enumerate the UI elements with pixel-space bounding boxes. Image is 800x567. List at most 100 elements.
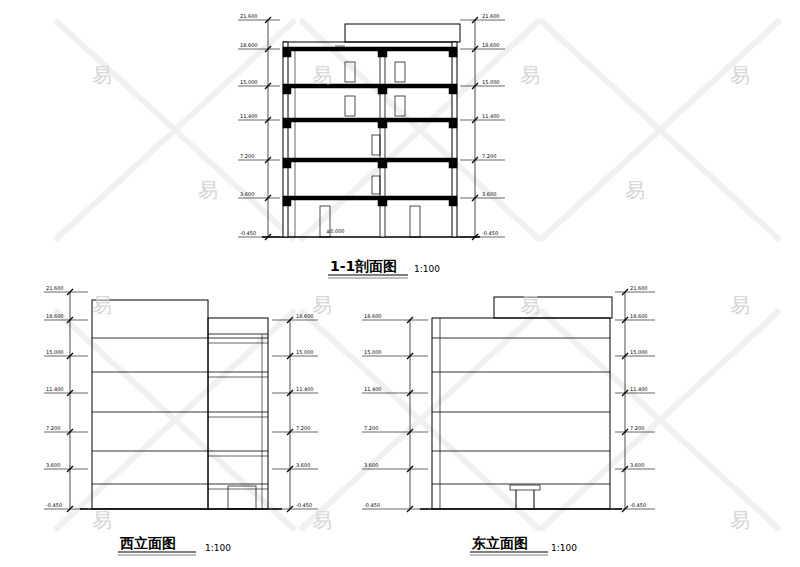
- drawing-line: [238, 86, 280, 87]
- drawing-line: [268, 20, 269, 237]
- elevation-label: 11.400: [296, 387, 314, 392]
- drawing-line: [622, 466, 628, 472]
- drawing-line: [208, 456, 268, 457]
- drawing-line: [67, 390, 73, 396]
- drawing-line: [534, 490, 535, 509]
- elevation-label: 18.600: [482, 43, 500, 48]
- drawing-line: [44, 432, 88, 433]
- drawing-line: [335, 46, 345, 47]
- watermark-line: [300, 310, 540, 530]
- drawing-line: [272, 393, 318, 394]
- drawing-line: [622, 390, 628, 396]
- drawing-line: [92, 412, 268, 413]
- drawing-line: [44, 469, 88, 470]
- elevation-label: 3.600: [296, 463, 310, 468]
- drawing-line: [407, 353, 413, 359]
- watermark-line: [540, 20, 780, 240]
- drawing-line: [362, 469, 428, 470]
- drawing-line: [460, 86, 505, 87]
- drawing-line: [615, 356, 655, 357]
- drawing-line: [238, 120, 280, 121]
- drawing-line: [272, 432, 318, 433]
- drawing-line: [287, 317, 293, 323]
- elevation-label: 3.600: [240, 192, 254, 197]
- door-opening: [410, 206, 420, 237]
- watermark-line: [55, 20, 295, 240]
- drawing-line: [472, 46, 478, 52]
- door-opening: [372, 176, 380, 194]
- drawing-line: [287, 466, 293, 472]
- drawing-line: [407, 390, 413, 396]
- elevation-label: -0.450: [364, 503, 380, 508]
- drawing-line: [238, 20, 280, 21]
- drawing-line: [362, 320, 428, 321]
- beam: [283, 122, 291, 128]
- drawing-line: [622, 289, 628, 295]
- drawing-line: [328, 278, 408, 279]
- drawing-line: [460, 160, 505, 161]
- elevation-label: 7.200: [240, 154, 254, 159]
- column: [380, 49, 385, 237]
- drawing-line: [615, 320, 655, 321]
- watermark: 易: [312, 510, 332, 530]
- beam: [283, 51, 291, 57]
- elevation-label: 21.600: [46, 286, 64, 291]
- drawing-line: [615, 292, 655, 293]
- watermark-line: [55, 310, 295, 530]
- drawing-line: [615, 432, 655, 433]
- drawing-line: [407, 506, 413, 512]
- elevation-dimension: [615, 289, 655, 512]
- drawing-line: [432, 451, 610, 452]
- stair-roof-box: [345, 24, 460, 42]
- west-elevation: [80, 300, 282, 509]
- scale-label: 1:100: [551, 544, 577, 553]
- drawing-line: [622, 429, 628, 435]
- watermark: 易: [730, 65, 750, 85]
- watermark-line: [540, 310, 780, 530]
- drawing-line: [44, 292, 88, 293]
- section-drawing: [262, 24, 480, 237]
- beam: [449, 122, 457, 128]
- drawing-line: [265, 157, 271, 163]
- watermark: 易: [92, 295, 112, 315]
- drawing-line: [70, 292, 71, 509]
- drawing-line: [625, 292, 626, 509]
- beam: [449, 162, 457, 168]
- drawing-line: [118, 551, 196, 552]
- elevation-label: 15.000: [364, 350, 382, 355]
- drawing-line: [470, 555, 548, 556]
- drawing-line: [265, 195, 271, 201]
- drawing-line: [92, 484, 268, 485]
- elevation-dimension: [44, 289, 88, 512]
- floor-slab: [283, 118, 457, 122]
- elevation-label: 18.600: [46, 314, 64, 319]
- elevation-label: 15.000: [630, 350, 648, 355]
- drawing-line: [67, 317, 73, 323]
- watermark: 易: [312, 295, 332, 315]
- watermark-line: [540, 20, 780, 240]
- drawing-line: [238, 160, 280, 161]
- drawing-line: [516, 490, 517, 509]
- door-opening: [395, 96, 405, 116]
- drawing-line: [362, 393, 428, 394]
- drawing-line: [287, 353, 293, 359]
- elevation-label: 18.600: [296, 314, 314, 319]
- drawing-line: [472, 195, 478, 201]
- door-opening: [345, 62, 355, 82]
- drawing-line: [208, 377, 268, 378]
- drawing-line: [622, 506, 628, 512]
- drawing-line: [208, 417, 268, 418]
- drawing-line: [472, 157, 478, 163]
- elevation-label: -0.450: [630, 503, 646, 508]
- drawing-line: [287, 390, 293, 396]
- drawing-line: [67, 429, 73, 435]
- elevation-label: ±0.000: [326, 229, 345, 234]
- watermark-line: [300, 20, 540, 240]
- floor-slab: [283, 196, 457, 200]
- drawing-line: [208, 489, 268, 490]
- elevation-label: 21.600: [482, 14, 500, 19]
- entrance: [228, 486, 256, 509]
- elevation-label: 11.400: [482, 114, 500, 119]
- drawing-line: [470, 551, 548, 552]
